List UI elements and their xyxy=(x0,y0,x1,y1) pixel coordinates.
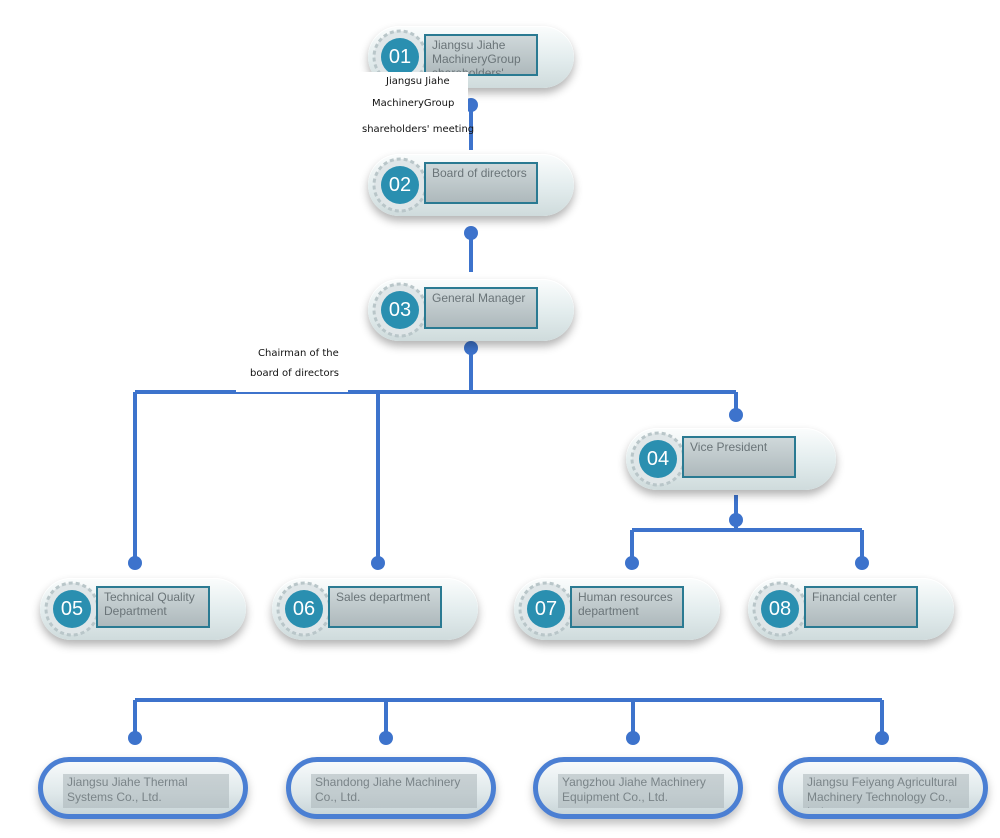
node-shareholders-meeting: 01 Jiangsu Jiahe MachineryGroup sharehol… xyxy=(368,26,574,88)
node-number: 05 xyxy=(60,598,84,620)
node-label: General Manager xyxy=(424,287,538,329)
node-label: Sales department xyxy=(328,586,442,628)
node-label: Vice President xyxy=(682,436,796,478)
node-human-resources: 07 Human resources department xyxy=(514,578,720,640)
gear-icon xyxy=(372,157,428,213)
enterprise-label: Yangzhou Jiahe Machinery Equipment Co., … xyxy=(558,774,724,808)
gear-icon xyxy=(630,431,686,487)
shareholders-callout: Jiangsu Jiahe MachineryGroup shareholder… xyxy=(360,72,474,148)
node-label: Human resources department xyxy=(570,586,684,628)
node-financial-center: 08 Financial center xyxy=(748,578,954,640)
enterprise-label: Jiangsu Feiyang Agricultural Machinery T… xyxy=(803,774,969,808)
node-label: Jiangsu Jiahe MachineryGroup shareholder… xyxy=(424,34,538,76)
node-number: 01 xyxy=(388,46,412,68)
node-general-manager: 03 General Manager xyxy=(368,279,574,341)
node-number: 04 xyxy=(646,448,670,470)
node-number: 03 xyxy=(388,299,412,321)
node-label: Technical Quality Department xyxy=(96,586,210,628)
node-number: 06 xyxy=(292,598,316,620)
node-label: Board of directors xyxy=(424,162,538,204)
gear-icon xyxy=(372,29,428,85)
node-sales: 06 Sales department xyxy=(272,578,478,640)
node-label: Financial center xyxy=(804,586,918,628)
enterprise-jiangsu-thermal: Jiangsu Jiahe Thermal Systems Co., Ltd. xyxy=(38,757,248,819)
chairman-callout: Chairman of the board of directors xyxy=(236,340,348,392)
callout-line: Jiangsu Jiahe xyxy=(386,76,450,87)
node-number: 02 xyxy=(388,174,412,196)
enterprise-jiangsu-feiyang: Jiangsu Feiyang Agricultural Machinery T… xyxy=(778,757,988,819)
node-board-of-directors: 02 Board of directors xyxy=(368,154,574,216)
node-number: 07 xyxy=(534,598,558,620)
enterprise-label: Jiangsu Jiahe Thermal Systems Co., Ltd. xyxy=(63,774,229,808)
callout-line: MachineryGroup xyxy=(372,98,455,109)
node-technical-quality: 05 Technical Quality Department xyxy=(40,578,246,640)
enterprise-yangzhou: Yangzhou Jiahe Machinery Equipment Co., … xyxy=(533,757,743,819)
enterprise-shandong: Shandong Jiahe Machinery Co., Ltd. xyxy=(286,757,496,819)
node-vice-president: 04 Vice President xyxy=(626,428,836,490)
enterprise-label: Shandong Jiahe Machinery Co., Ltd. xyxy=(311,774,477,808)
callout-line: board of directors xyxy=(250,368,339,379)
callout-line: Chairman of the xyxy=(258,348,339,359)
node-number: 08 xyxy=(768,598,792,620)
callout-line: shareholders' meeting xyxy=(362,124,475,135)
